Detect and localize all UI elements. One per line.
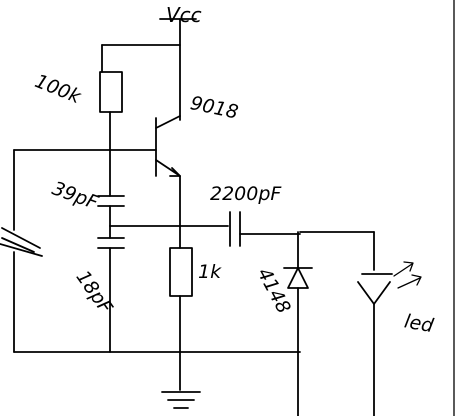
emitter-resistor-label: 1k [198,261,222,283]
vcc-rail [159,18,197,121]
diode-label: 4148 [253,264,295,317]
led-label: led [403,310,436,337]
bias-resistor [99,44,181,151]
ground-symbol [161,351,201,409]
capacitor-39pf-label: 39pF [49,177,102,214]
bias-resistor-label: 100k [32,70,85,108]
crystal-element [0,227,43,257]
input-loop [13,149,301,353]
capacitor-39pf [97,149,125,227]
transistor-9018 [109,115,181,177]
diode-4148 [283,231,313,416]
led-emission-arrows [393,261,422,289]
led [357,231,393,416]
transistor-label: 9018 [188,92,240,124]
capacitor-18pf [97,225,125,353]
vcc-label: Vcc [166,3,202,27]
emitter-resistor [169,225,193,353]
capacitor-2200pf-label: 2200pF [210,183,282,205]
capacitor-2200pf [179,211,301,247]
